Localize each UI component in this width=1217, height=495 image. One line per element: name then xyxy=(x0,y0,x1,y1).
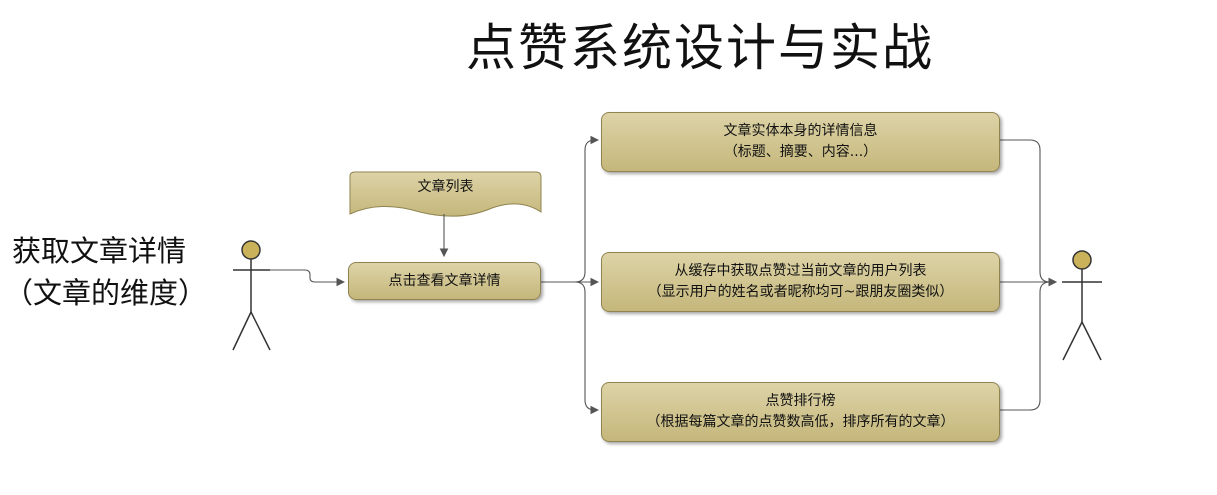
entity-detail-subtitle: （标题、摘要、内容...） xyxy=(723,144,878,160)
connectors xyxy=(270,135,1058,415)
like-users-node: 从缓存中获取点赞过当前文章的用户列表 （显示用户的姓名或者昵称均可~跟朋友圈类似… xyxy=(601,252,1000,312)
side-label-line1: 获取文章详情 xyxy=(12,234,187,268)
user-actor-right xyxy=(1062,250,1102,361)
like-users-subtitle: （显示用户的姓名或者昵称均可~跟朋友圈类似） xyxy=(647,284,954,300)
view-detail-label: 点击查看文章详情 xyxy=(388,272,501,289)
article-list-label: 文章列表 xyxy=(417,179,474,195)
entity-detail-node: 文章实体本身的详情信息 （标题、摘要、内容...） xyxy=(601,112,1000,172)
diagram-title: 点赞系统设计与实战 xyxy=(466,19,934,77)
side-label-line2: （文章的维度） xyxy=(4,276,208,310)
ranking-subtitle: （根据每篇文章的点赞数高低，排序所有的文章） xyxy=(646,414,955,430)
ranking-title: 点赞排行榜 xyxy=(765,393,836,409)
entity-detail-title: 文章实体本身的详情信息 xyxy=(723,123,878,139)
user-actor-left xyxy=(232,240,271,351)
view-detail-node: 点击查看文章详情 xyxy=(348,262,541,300)
ranking-node: 点赞排行榜 （根据每篇文章的点赞数高低，排序所有的文章） xyxy=(601,382,1000,442)
like-users-title: 从缓存中获取点赞过当前文章的用户列表 xyxy=(674,263,927,279)
article-list-doc-shape xyxy=(349,171,542,217)
